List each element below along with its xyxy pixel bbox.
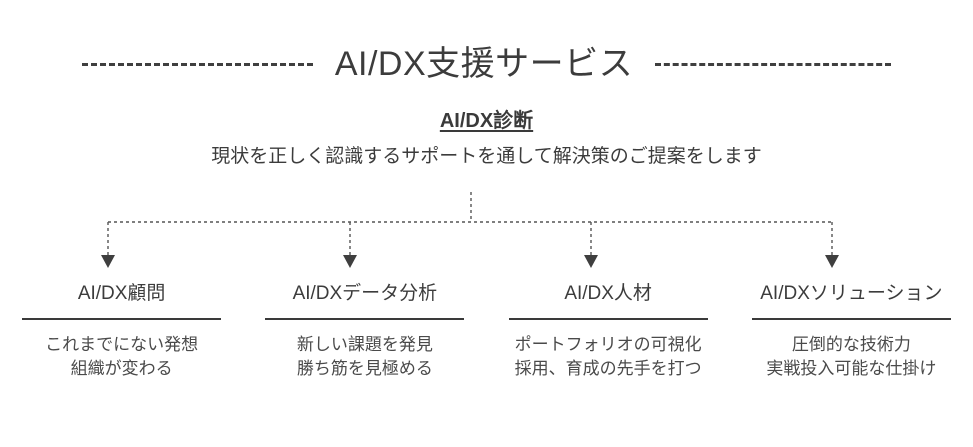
branch-description-line: 新しい課題を発見 [296,334,433,354]
branch-description-line: 採用、育成の先手を打つ [514,359,702,379]
branch-description-line: これまでにない発想 [45,334,199,354]
branch-description-line: ポートフォリオの可視化 [514,334,702,354]
branch-item-data-analysis: AI/DXデータ分析 新しい課題を発見 勝ち筋を見極める [243,283,486,382]
branch-description-line: 勝ち筋を見極める [296,359,433,379]
page-title: AI/DX支援サービス [334,45,634,83]
branch-divider [508,317,708,320]
branch-title: AI/DX人材 [564,283,652,304]
branch-item-advisory: AI/DX顧問 これまでにない発想 組織が変わる [0,283,243,382]
branch-item-talent: AI/DX人材 ポートフォリオの可視化 採用、育成の先手を打つ [487,283,730,382]
branch-description: これまでにない発想 組織が変わる [0,333,243,382]
arrow-head-4-icon [825,255,839,268]
root-node: AI/DX診断 現状を正しく認識するサポートを通して解決策のご提案をします [0,108,973,170]
root-node-title: AI/DX診断 [439,110,534,132]
branch-divider [265,317,465,320]
branch-description: 新しい課題を発見 勝ち筋を見極める [243,333,486,382]
branch-list: AI/DX顧問 これまでにない発想 組織が変わる AI/DXデータ分析 新しい課… [0,283,973,382]
arrow-head-2-icon [343,255,357,268]
arrow-head-3-icon [584,255,598,268]
header: AI/DX支援サービス [0,40,973,88]
branch-description-line: 実戦投入可能な仕掛け [766,359,937,379]
root-node-description: 現状を正しく認識するサポートを通して解決策のご提案をします [211,146,762,167]
branch-title: AI/DXデータ分析 [292,283,438,304]
branch-description: 圧倒的な技術力 実戦投入可能な仕掛け [730,333,973,382]
branch-title: AI/DX顧問 [77,283,166,304]
branch-description-line: 組織が変わる [70,359,173,379]
branch-divider [22,317,222,320]
dashed-rule-right-icon [655,62,892,66]
branch-description-line: 圧倒的な技術力 [791,334,911,354]
branch-description: ポートフォリオの可視化 採用、育成の先手を打つ [487,333,730,382]
branch-divider [751,317,951,320]
branch-title: AI/DXソリューション [760,283,943,304]
branch-item-solution: AI/DXソリューション 圧倒的な技術力 実戦投入可能な仕掛け [730,283,973,382]
arrow-head-1-icon [101,255,115,268]
dashed-rule-left-icon [81,62,313,66]
